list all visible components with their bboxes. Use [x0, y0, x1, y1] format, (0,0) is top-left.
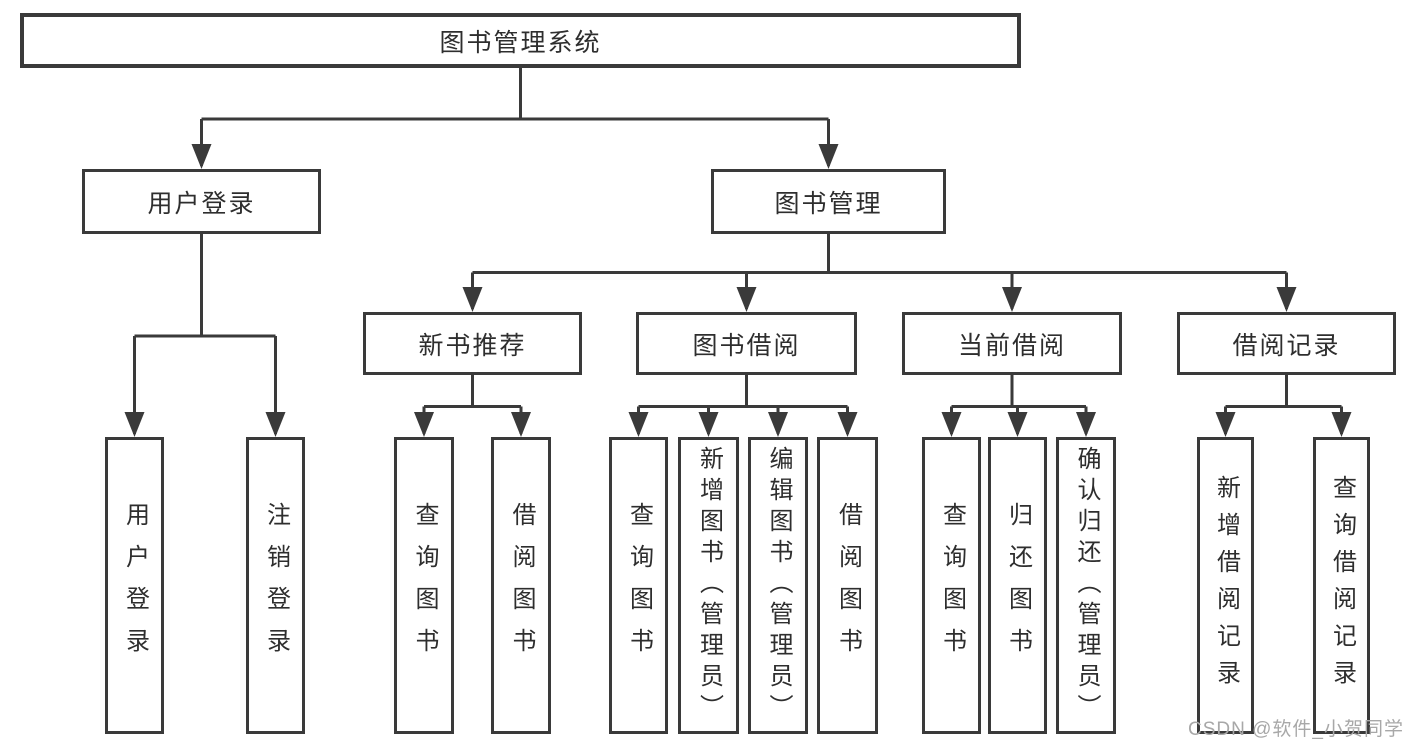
leaf-add-books-admin: 新增图书（管理员） — [678, 437, 739, 734]
arrow-down-icon — [191, 144, 212, 169]
arrow-down-icon — [736, 287, 757, 312]
arrow-down-icon — [768, 412, 788, 437]
arrow-down-icon — [1331, 412, 1352, 437]
arrow-down-icon — [462, 287, 483, 312]
leaf-user-login: 用户登录 — [105, 437, 164, 734]
arrow-down-icon — [941, 412, 962, 437]
arrow-down-icon — [1002, 287, 1022, 312]
leaf-confirm-return-admin: 确认归还（管理员） — [1056, 437, 1116, 734]
node-new-book-recommend: 新书推荐 — [363, 312, 582, 375]
node-root-library-system: 图书管理系统 — [20, 13, 1021, 68]
arrow-down-icon — [124, 412, 145, 437]
csdn-watermark: CSDN @软件_小贺同学 — [1188, 719, 1404, 740]
arrow-down-icon — [1276, 287, 1297, 312]
arrow-down-icon — [414, 412, 434, 437]
arrow-down-icon — [265, 412, 286, 437]
leaf-borrow-query-books: 查询图书 — [609, 437, 668, 734]
arrow-down-icon — [511, 412, 531, 437]
leaf-add-borrow-record: 新增借阅记录 — [1197, 437, 1254, 734]
node-user-login: 用户登录 — [82, 169, 321, 234]
leaf-newbook-borrow-books: 借阅图书 — [491, 437, 551, 734]
leaf-newbook-query-books: 查询图书 — [394, 437, 454, 734]
leaf-query-borrow-record: 查询借阅记录 — [1313, 437, 1370, 734]
leaf-logout: 注销登录 — [246, 437, 305, 734]
arrow-down-icon — [1007, 412, 1028, 437]
node-book-borrow: 图书借阅 — [636, 312, 857, 375]
node-borrow-records: 借阅记录 — [1177, 312, 1396, 375]
arrow-down-icon — [1215, 412, 1236, 437]
leaf-borrow-books: 借阅图书 — [817, 437, 878, 734]
node-current-borrow: 当前借阅 — [902, 312, 1122, 375]
arrow-down-icon — [628, 412, 649, 437]
arrow-down-icon — [1076, 412, 1096, 437]
arrow-down-icon — [837, 412, 858, 437]
arrow-down-icon — [698, 412, 719, 437]
node-book-management: 图书管理 — [711, 169, 946, 234]
leaf-current-query-books: 查询图书 — [922, 437, 981, 734]
arrow-down-icon — [818, 144, 839, 169]
leaf-return-books: 归还图书 — [988, 437, 1047, 734]
leaf-edit-books-admin: 编辑图书（管理员） — [748, 437, 808, 734]
